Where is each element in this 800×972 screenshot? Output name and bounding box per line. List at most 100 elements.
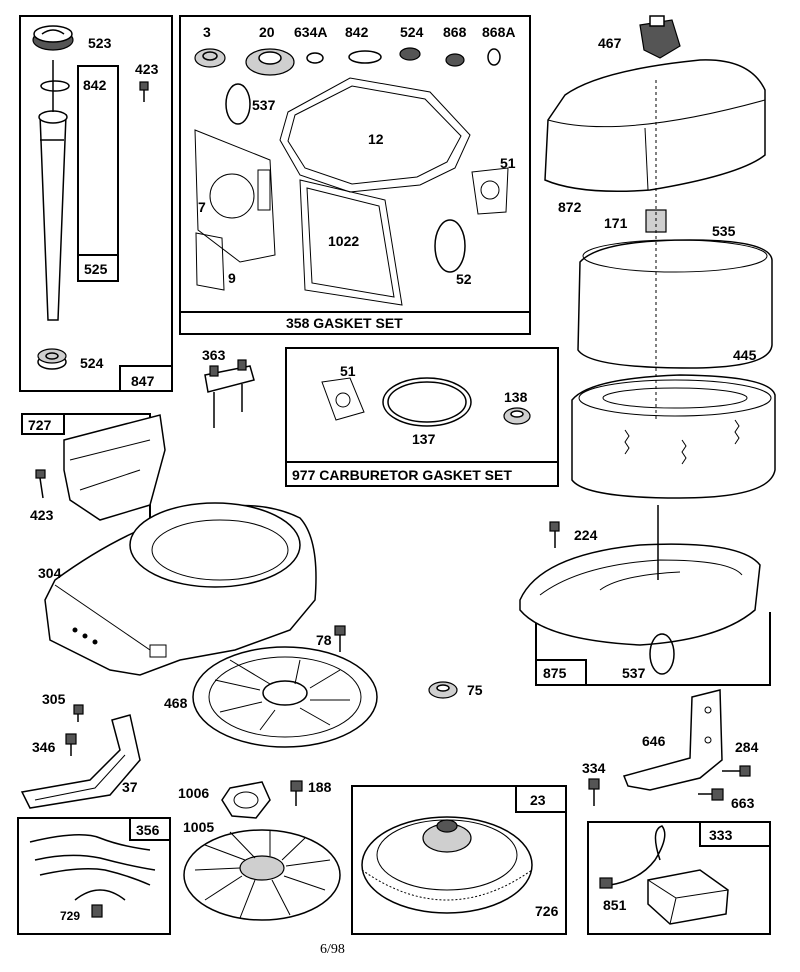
label-524: 524: [80, 355, 104, 371]
gasket-12: [279, 77, 471, 193]
label-468: 468: [164, 695, 188, 711]
screw-663: [698, 788, 724, 801]
gasket-51: [471, 167, 509, 215]
label-224: 224: [574, 527, 598, 543]
carb-gasket-set-caption: 977 CARBURETOR GASKET SET: [292, 467, 512, 483]
rotating-screen-468: 78 75 468: [164, 625, 483, 748]
label-333: 333: [709, 827, 733, 843]
label-523: 523: [88, 35, 112, 51]
label-535: 535: [712, 223, 736, 239]
o-ring-842: [40, 80, 70, 92]
screw-346: [65, 733, 77, 756]
label-537b: 537: [622, 665, 646, 681]
o-ring-52: [434, 219, 466, 273]
label-868a: 868A: [482, 24, 515, 40]
o-ring-537b: [649, 633, 675, 675]
bracket-646-group: 646 284 334 663: [582, 689, 759, 811]
label-727: 727: [28, 417, 52, 433]
carb-gasket-set: 977 CARBURETOR GASKET SET 51 138 137: [285, 347, 559, 487]
screw-78: [334, 625, 346, 652]
label-663: 663: [731, 795, 755, 811]
label-304: 304: [38, 565, 62, 581]
gasket-set-frame: [179, 15, 531, 335]
label-423b: 423: [30, 507, 54, 523]
ratchet-1006: [221, 781, 271, 819]
shield-37: [20, 714, 141, 809]
label-284: 284: [735, 739, 759, 755]
label-20: 20: [259, 24, 275, 40]
label-851: 851: [603, 897, 627, 913]
label-12: 12: [368, 131, 384, 147]
pre-cleaner-535: [577, 239, 773, 369]
label-363: 363: [202, 347, 226, 363]
gasket-set-caption: 358 GASKET SET: [286, 315, 403, 331]
label-646: 646: [642, 733, 666, 749]
label-7: 7: [198, 199, 206, 215]
label-467: 467: [598, 35, 622, 51]
carb-gasket-set-frame: [285, 347, 559, 487]
screw-224: [549, 521, 560, 548]
box-847-tab: [119, 365, 173, 392]
label-52: 52: [456, 271, 472, 287]
footer-date-code: 6/98: [320, 942, 345, 957]
flywheel-23: [361, 816, 533, 914]
box-525-tab: [77, 254, 119, 282]
screw-188: [290, 780, 303, 806]
wiring-box-356: 356 729: [17, 817, 171, 935]
screw-334: [588, 778, 600, 806]
label-842b: 842: [345, 24, 369, 40]
armature-333: [647, 869, 729, 925]
air-guide-727: 727 423: [21, 413, 166, 523]
label-23: 23: [530, 792, 546, 808]
label-726: 726: [535, 903, 559, 919]
armature-box-333: 333 851: [587, 821, 771, 935]
seal-3: [194, 48, 226, 68]
label-872: 872: [558, 199, 582, 215]
label-847: 847: [131, 373, 155, 389]
label-1005: 1005: [183, 819, 214, 835]
box-847-frame: [19, 15, 173, 392]
label-171: 171: [604, 215, 628, 231]
label-51: 51: [500, 155, 516, 171]
label-356: 356: [136, 822, 160, 838]
label-334: 334: [582, 760, 606, 776]
fan-1005-group: 1006 188 1005: [178, 779, 341, 921]
o-ring-537: [225, 83, 251, 125]
bracket-363: 363: [202, 347, 255, 428]
label-188: 188: [308, 779, 332, 795]
label-423: 423: [135, 61, 159, 77]
label-445: 445: [733, 347, 757, 363]
label-51b: 51: [340, 363, 356, 379]
label-305: 305: [42, 691, 66, 707]
dipstick-tube: [39, 114, 67, 321]
cover-872: [544, 59, 766, 192]
label-868: 868: [443, 24, 467, 40]
dipstick-tube-assembly: 523 842 423 525 524 847: [19, 15, 173, 392]
shield-37-group: 305 346 37: [20, 691, 141, 809]
label-78: 78: [316, 632, 332, 648]
label-1006: 1006: [178, 785, 209, 801]
label-525: 525: [84, 261, 108, 277]
label-634a: 634A: [294, 24, 327, 40]
label-9: 9: [228, 270, 236, 286]
gasket-137: [382, 377, 472, 427]
label-1022: 1022: [328, 233, 359, 249]
label-75: 75: [467, 682, 483, 698]
label-729: 729: [60, 909, 80, 923]
label-3: 3: [203, 24, 211, 40]
o-ring-842b: [348, 50, 382, 64]
seal-868a: [487, 48, 501, 66]
screw-284: [722, 765, 751, 777]
label-524b: 524: [400, 24, 424, 40]
box-525-inner: [77, 65, 119, 282]
air-cleaner-base-875: 224 875 537: [519, 505, 771, 686]
screw-423: [139, 81, 149, 102]
grommet-524: [37, 348, 67, 370]
gasket-set-assembly: 358 GASKET SET 3 20 634A 842 524: [179, 15, 531, 335]
filter-445: [571, 374, 776, 499]
washer-634a: [306, 52, 324, 64]
label-138: 138: [504, 389, 528, 405]
label-346: 346: [32, 739, 56, 755]
gasket-7: [194, 129, 276, 263]
gasket-9: [195, 232, 225, 291]
